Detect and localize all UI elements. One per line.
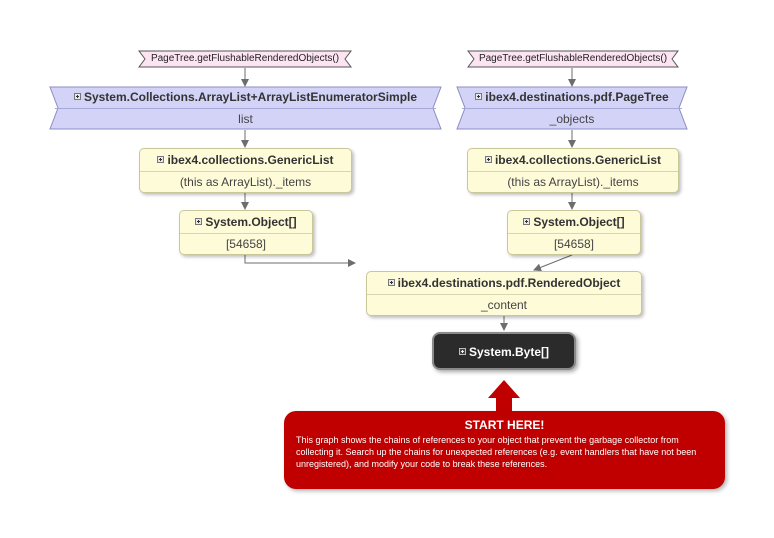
node-title: ibex4.destinations.pdf.RenderedObject [367,272,641,294]
root-tag-shape [138,50,352,68]
node-type: System.Object[] [533,215,625,229]
node-type: System.Collections.ArrayList+ArrayListEn… [83,90,418,104]
node-title: System.Collections.ArrayList+ArrayListEn… [49,86,442,108]
expand-plus-icon[interactable] [484,156,492,163]
edge-array2-to-rendered [533,254,573,272]
node-type: ibex4.collections.GenericList [167,153,334,167]
node-type: System.Object[] [205,215,297,229]
expand-plus-icon[interactable] [73,93,81,100]
node-field: (this as ArrayList)._items [140,171,351,193]
root-tag-left[interactable]: PageTree.getFlushableRenderedObjects() [138,50,352,68]
node-type: ibex4.destinations.pdf.PageTree [485,90,669,104]
expand-plus-icon[interactable] [157,156,165,163]
node-object-array-left[interactable]: System.Object[] [54658] [179,210,313,255]
expand-plus-icon[interactable] [523,218,531,225]
node-field: _content [367,294,641,316]
node-genericlist-left[interactable]: ibex4.collections.GenericList (this as A… [139,148,352,193]
node-title: ibex4.collections.GenericList [140,149,351,171]
node-title: System.Object[] [508,211,640,233]
expand-plus-icon[interactable] [195,218,203,225]
callout-body: This graph shows the chains of reference… [296,435,697,469]
root-node-shape [49,86,442,130]
expand-plus-icon[interactable] [475,93,483,100]
node-title: ibex4.collections.GenericList [468,149,678,171]
root-tag-right[interactable]: PageTree.getFlushableRenderedObjects() [467,50,679,68]
callout-title: START HERE! [464,418,545,432]
node-type: System.Byte[] [468,345,550,359]
node-type: ibex4.collections.GenericList [494,153,662,167]
node-rendered-object[interactable]: ibex4.destinations.pdf.RenderedObject _c… [366,271,642,316]
root-node-shape [456,86,688,130]
start-here-callout: START HERE! This graph shows the chains … [284,411,725,489]
node-type: ibex4.destinations.pdf.RenderedObject [397,276,621,290]
root-tag-shape [467,50,679,68]
node-title: System.Object[] [180,211,312,233]
root-tag-label: PageTree.getFlushableRenderedObjects() [478,53,668,64]
expand-plus-icon[interactable] [458,348,466,355]
expand-plus-icon[interactable] [387,279,395,286]
node-object-array-right[interactable]: System.Object[] [54658] [507,210,641,255]
root-node-pagetree[interactable]: ibex4.destinations.pdf.PageTree _objects [456,86,688,130]
node-field: list [238,112,253,126]
node-field: [54658] [180,233,312,255]
node-genericlist-right[interactable]: ibex4.collections.GenericList (this as A… [467,148,679,193]
node-field: _objects [549,112,595,126]
node-field: [54658] [508,233,640,255]
edge-array1-to-rendered [244,255,356,267]
node-title: ibex4.destinations.pdf.PageTree [456,86,688,108]
root-tag-label: PageTree.getFlushableRenderedObjects() [150,53,340,64]
node-field: (this as ArrayList)._items [468,171,678,193]
target-node-byte-array[interactable]: System.Byte[] [432,332,576,370]
root-node-arraylist-enumerator[interactable]: System.Collections.ArrayList+ArrayListEn… [49,86,442,130]
